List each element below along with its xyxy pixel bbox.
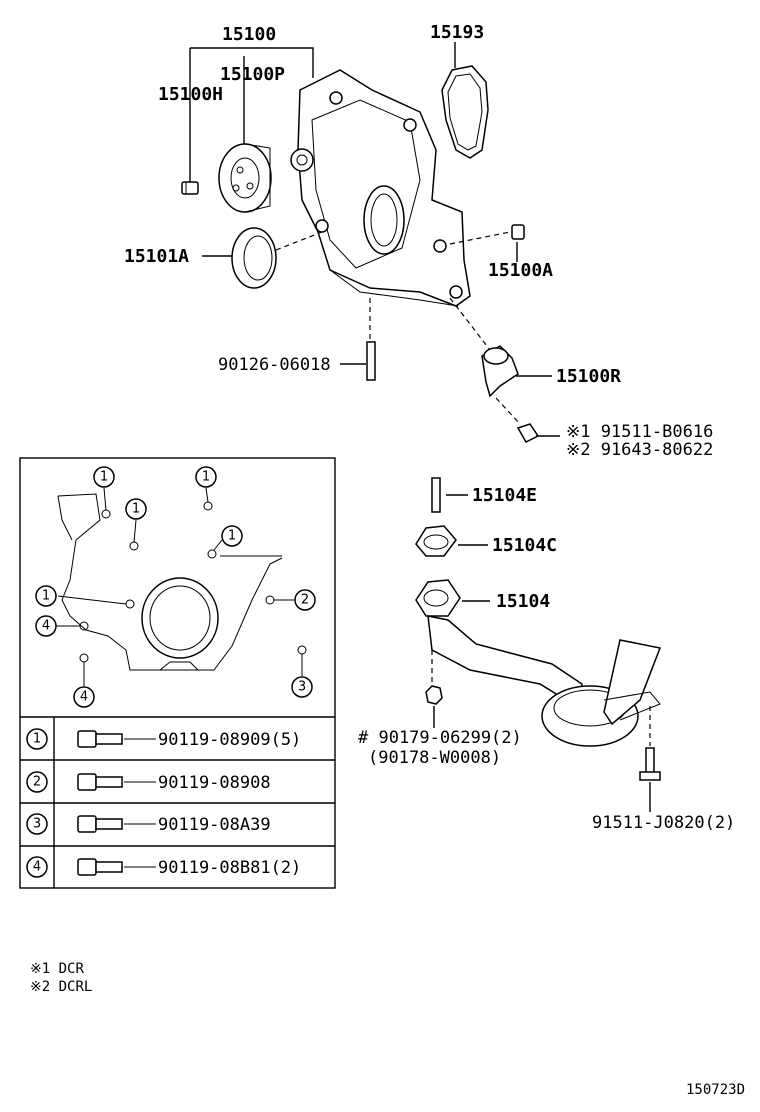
bolt-row-3: 3 90119-08A39 bbox=[26, 813, 271, 835]
svg-text:3: 3 bbox=[298, 680, 306, 695]
stud-90126 bbox=[340, 298, 376, 381]
label-15104c: 15104C bbox=[492, 535, 557, 556]
gasket-15193 bbox=[441, 42, 489, 159]
svg-text:1: 1 bbox=[228, 529, 236, 544]
part-labels: 15100 15100P 15100H 15193 15101A 15100A … bbox=[124, 22, 735, 833]
pump-rotor bbox=[218, 143, 272, 213]
label-15100p: 15100P bbox=[220, 64, 285, 85]
pin-15100a bbox=[449, 224, 525, 262]
label-15193: 15193 bbox=[430, 22, 484, 43]
bolt-part-number: 90119-08A39 bbox=[158, 815, 271, 835]
label-15104e: 15104E bbox=[472, 485, 537, 506]
svg-text:2: 2 bbox=[301, 593, 309, 608]
label-91511-j0820: 91511-J0820(2) bbox=[592, 813, 735, 833]
bolt-row-number: 3 bbox=[33, 817, 41, 832]
label-15104: 15104 bbox=[496, 591, 550, 612]
bolt-row-number: 2 bbox=[33, 775, 41, 790]
plug-15100h bbox=[181, 181, 199, 195]
label-90179: # 90179-06299(2) bbox=[358, 728, 522, 748]
inset-callout-3: 3 bbox=[291, 676, 313, 698]
label-15100a: 15100A bbox=[488, 260, 553, 281]
label-15101a: 15101A bbox=[124, 246, 189, 267]
svg-text:1: 1 bbox=[132, 502, 140, 517]
label-90126: 90126-06018 bbox=[218, 355, 331, 375]
oil-strainer-group bbox=[415, 477, 662, 812]
svg-text:4: 4 bbox=[42, 619, 50, 634]
inset-callout-2: 2 bbox=[294, 589, 316, 611]
label-note2-part: ※2 91643-80622 bbox=[566, 440, 713, 460]
label-15100: 15100 bbox=[222, 24, 276, 45]
label-90178: (90178-W0008) bbox=[368, 748, 501, 768]
inset-callout-1e: 1 bbox=[35, 585, 57, 607]
inset-callout-4a: 4 bbox=[35, 615, 57, 637]
bolt-location-inset: 1 1 1 1 1 2 3 4 4 1 90119-08909(5) 2 901… bbox=[19, 457, 336, 889]
bolt-row-1: 1 90119-08909(5) bbox=[26, 728, 301, 750]
diagram-code: 150723D bbox=[686, 1082, 745, 1098]
inset-callout-1d: 1 bbox=[221, 525, 243, 547]
label-15100h: 15100H bbox=[158, 84, 223, 105]
svg-text:4: 4 bbox=[80, 690, 88, 705]
bolt-part-number: 90119-08908 bbox=[158, 773, 271, 793]
bolt-part-number: 90119-08909(5) bbox=[158, 730, 301, 750]
bolt-part-number: 90119-08B81(2) bbox=[158, 858, 301, 878]
inset-callout-1a: 1 bbox=[93, 466, 115, 488]
bolt-row-4: 4 90119-08B81(2) bbox=[26, 856, 301, 878]
sensor-15100r bbox=[449, 297, 560, 443]
inset-callout-4b: 4 bbox=[73, 686, 95, 708]
oil-seal-15101a bbox=[202, 227, 323, 289]
bolt-row-number: 4 bbox=[33, 860, 41, 875]
footnote-1: ※1 DCR bbox=[30, 961, 84, 977]
inset-callout-1b: 1 bbox=[125, 498, 147, 520]
inset-callout-1c: 1 bbox=[195, 466, 217, 488]
oil-pump-assembly bbox=[189, 47, 471, 307]
svg-text:1: 1 bbox=[42, 589, 50, 604]
label-note1-part: ※1 91511-B0616 bbox=[566, 422, 713, 442]
bolt-row-number: 1 bbox=[33, 732, 41, 747]
footnote-2: ※2 DCRL bbox=[30, 979, 92, 995]
footnotes: ※1 DCR ※2 DCRL bbox=[30, 961, 92, 995]
svg-text:1: 1 bbox=[202, 470, 210, 485]
svg-text:1: 1 bbox=[100, 470, 108, 485]
bolt-row-2: 2 90119-08908 bbox=[26, 771, 271, 793]
label-15100r: 15100R bbox=[556, 366, 621, 387]
